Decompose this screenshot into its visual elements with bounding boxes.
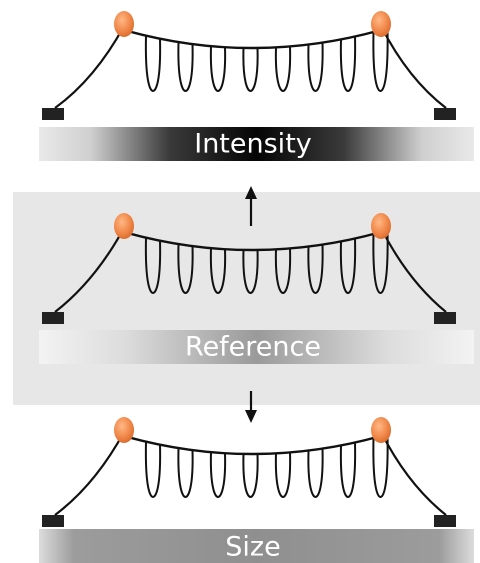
reference-label: Reference [185,332,321,363]
hanging-loop [177,244,194,295]
left-guy-wire [54,431,125,516]
size-label: Size [225,532,280,563]
hanging-loop [339,36,357,93]
main-wire [123,230,382,252]
hanging-loop [372,28,389,93]
left-ball [114,213,134,239]
hanging-loop [307,42,324,93]
hanging-loop [144,441,162,499]
hanging-loop [242,47,259,93]
left-anchor-block [42,108,64,120]
hanging-loop [209,46,227,93]
hanging-loop [307,244,324,295]
left-ball [114,11,134,37]
panel-intensity: Intensity [39,11,474,161]
main-wire [123,28,382,50]
intensity-apparatus [42,11,456,120]
hanging-loop [274,452,292,499]
right-guy-wire [380,431,447,516]
left-ball [114,417,134,443]
right-guy-wire [380,25,447,109]
hanging-loop [144,35,162,93]
reference-highlight-background [13,192,480,405]
reference-apparatus [42,213,456,324]
main-wire [123,434,382,456]
hanging-loop [144,237,162,295]
right-ball [371,417,391,443]
hanging-loop [274,248,292,295]
left-guy-wire [54,25,125,109]
right-anchor-block [434,312,456,324]
hanging-loop [372,230,389,295]
hanging-loop [307,448,324,499]
hanging-loop [242,249,259,295]
intensity-bar [39,127,474,161]
hanging-loop [339,238,357,295]
hanging-loop [177,448,194,499]
hanging-loop [209,452,227,499]
hanging-loop [274,46,292,93]
hanging-loop [242,453,259,499]
right-anchor-block [434,515,456,527]
arrow-down [245,391,257,423]
hanging-loop [339,442,357,499]
left-anchor-block [42,515,64,527]
hanging-loop [372,434,389,499]
right-ball [371,213,391,239]
left-anchor-block [42,312,64,324]
right-ball [371,11,391,37]
intensity-label: Intensity [194,129,312,160]
hanging-loop [177,42,194,93]
size-bar [39,529,474,563]
left-guy-wire [54,227,125,313]
arrow-up [245,186,257,226]
hanging-loop [209,248,227,295]
size-apparatus [42,417,456,527]
panel-reference: Reference [39,213,474,364]
reference-bar [39,330,474,364]
right-anchor-block [434,108,456,120]
panel-size: Size [39,417,474,563]
